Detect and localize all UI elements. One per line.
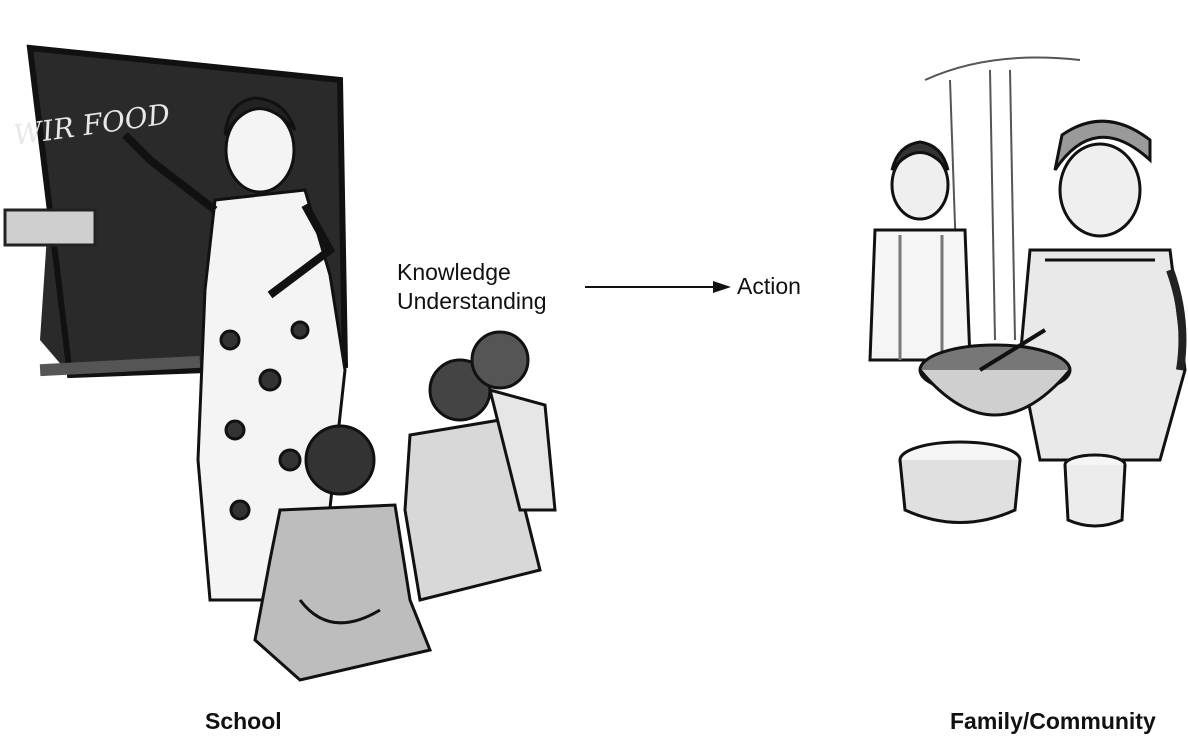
flow-label-knowledge: Knowledge xyxy=(397,259,511,285)
mother-figure xyxy=(1018,119,1187,462)
child-figure xyxy=(868,140,972,362)
school-classroom-illustration: WIR FOOD xyxy=(3,44,557,682)
flow-label-action: Action xyxy=(737,273,801,299)
caption-school: School xyxy=(205,708,282,734)
cooking-pots xyxy=(898,440,1127,528)
flow-label-understanding: Understanding xyxy=(397,288,547,314)
mixing-bowl xyxy=(918,328,1072,417)
teacher-figure xyxy=(122,96,347,602)
caption-family-community: Family/Community xyxy=(950,708,1156,734)
family-community-illustration xyxy=(868,56,1187,528)
flow-arrow-icon xyxy=(585,281,731,293)
seated-children xyxy=(253,330,557,682)
